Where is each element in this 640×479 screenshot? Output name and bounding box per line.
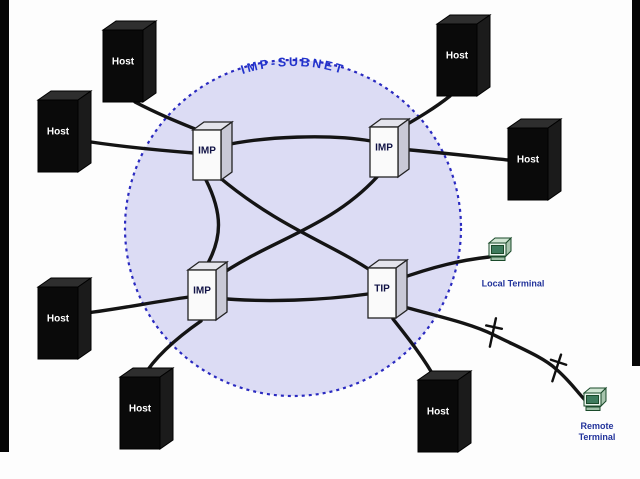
tip-node bbox=[366, 258, 409, 320]
terminal-icons bbox=[487, 236, 608, 411]
telephone-poles bbox=[485, 317, 568, 383]
host-tower-3 bbox=[36, 277, 93, 360]
left-black-bar bbox=[0, 0, 9, 452]
host-tower-2 bbox=[36, 90, 93, 173]
subnet-nodes bbox=[186, 117, 411, 322]
remote-terminal-icon bbox=[582, 386, 608, 411]
link-imp-tr-imp-bl bbox=[215, 175, 379, 279]
link-imp-tl-imp-tr bbox=[219, 135, 373, 148]
imp-node-top-right bbox=[368, 117, 411, 179]
local-terminal-icon bbox=[487, 236, 513, 261]
link-imp-tl-tip bbox=[217, 175, 375, 274]
link-host6-imp-tr bbox=[397, 147, 510, 162]
telephone-pole-icon-1 bbox=[485, 317, 504, 348]
telephone-pole-icon-2 bbox=[549, 353, 568, 383]
imp-node-top-left bbox=[191, 120, 234, 182]
link-tip-remote-terminal bbox=[391, 302, 588, 403]
host-tower-6 bbox=[506, 118, 563, 201]
link-imp-tl-imp-bl bbox=[202, 178, 221, 272]
right-black-bar bbox=[632, 0, 640, 366]
link-imp-bl-tip bbox=[214, 292, 370, 303]
host-tower-4 bbox=[118, 367, 175, 450]
host-tower-5 bbox=[435, 14, 492, 97]
host-tower-7 bbox=[416, 370, 473, 453]
host-towers bbox=[36, 14, 563, 453]
imp-node-bottom-left bbox=[186, 260, 229, 322]
host-tower-1 bbox=[101, 20, 158, 103]
